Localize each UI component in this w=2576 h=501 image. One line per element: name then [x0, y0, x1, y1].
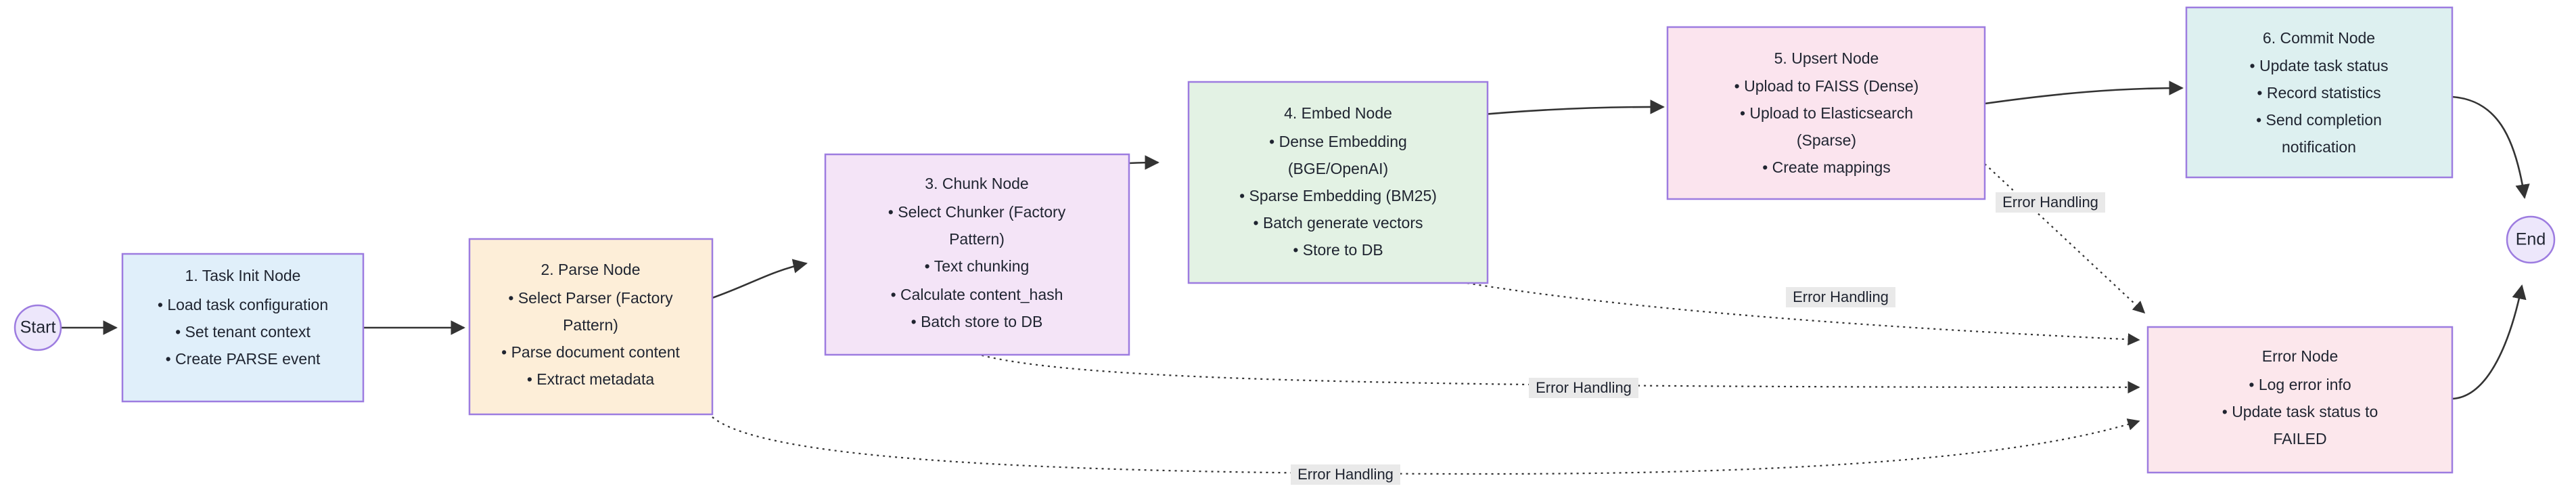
parse-title: 2. Parse Node	[540, 261, 640, 278]
node-embed[interactable]: 4. Embed Node • Dense Embedding (BGE/Ope…	[1187, 81, 1489, 284]
task-init-shape[interactable]	[121, 253, 365, 403]
chunk-bullet-3: • Batch store to DB	[911, 313, 1043, 330]
node-upsert[interactable]: 5. Upsert Node • Upload to FAISS (Dense)…	[1666, 26, 1986, 200]
embed-bullet-0: • Dense Embedding	[1269, 133, 1407, 150]
edge-label-upsert-error: Error Handling	[1996, 192, 2105, 213]
parse-bullet-0: • Select Parser (Factory	[508, 289, 673, 307]
edge-commit-to-end	[2452, 95, 2530, 199]
edge-parse-to-chunk	[712, 259, 808, 299]
start-shape[interactable]	[14, 304, 62, 351]
parse-bullet-0-cont: Pattern)	[563, 316, 618, 334]
edge-chunk-to-error	[969, 351, 2140, 394]
chunk-bullet-1: • Text chunking	[925, 257, 1030, 275]
chunk-bullet-0: • Select Chunker (Factory	[888, 203, 1066, 221]
embed-bullet-3: • Store to DB	[1293, 241, 1383, 259]
end-label: End	[2516, 230, 2546, 249]
edge-label-embed-error: Error Handling	[1786, 287, 1895, 307]
chunk-bullet-0-cont: Pattern)	[949, 230, 1005, 248]
node-chunk[interactable]: 3. Chunk Node • Select Chunker (Factory …	[824, 153, 1130, 356]
embed-shape[interactable]	[1187, 81, 1489, 284]
embed-bullet-1: • Sparse Embedding (BM25)	[1239, 187, 1437, 204]
chunk-shape[interactable]	[824, 153, 1130, 356]
embed-title: 4. Embed Node	[1284, 104, 1392, 122]
upsert-bullet-1-cont: (Sparse)	[1797, 131, 1856, 149]
edge-label-parse-error: Error Handling	[1291, 464, 1400, 485]
commit-bullet-0: • Update task status	[2250, 57, 2389, 74]
edge-label-chunk-error: Error Handling	[1529, 378, 1638, 398]
embed-bullet-0-cont: (BGE/OpenAI)	[1288, 160, 1388, 177]
commit-shape[interactable]	[2185, 6, 2454, 179]
error-bullet-1-cont: FAILED	[2273, 430, 2326, 448]
embed-bullet-2: • Batch generate vectors	[1254, 214, 1423, 232]
parse-bullet-1: • Parse document content	[501, 343, 680, 361]
task-init-title: 1. Task Init Node	[185, 267, 301, 284]
edge-label-text: Error Handling	[2002, 194, 2098, 211]
error-shape[interactable]	[2146, 326, 2454, 474]
node-start[interactable]: Start	[14, 304, 62, 351]
start-label: Start	[20, 318, 56, 337]
upsert-title: 5. Upsert Node	[1774, 49, 1879, 67]
edge-label-text: Error Handling	[1297, 466, 1394, 483]
error-bullet-1: • Update task status to	[2222, 403, 2378, 420]
node-task-init[interactable]: 1. Task Init Node • Load task configurat…	[121, 253, 365, 403]
parse-shape[interactable]	[468, 238, 714, 416]
node-error[interactable]: Error Node • Log error info • Update tas…	[2146, 326, 2454, 474]
edge-label-text: Error Handling	[1536, 379, 1632, 396]
error-bullet-0: • Log error info	[2249, 376, 2351, 393]
edge-upsert-to-commit	[1984, 81, 2184, 105]
task-init-bullet-1: • Set tenant context	[175, 323, 310, 341]
edge-embed-to-error	[1289, 241, 2140, 346]
commit-bullet-2-cont: notification	[2282, 138, 2356, 156]
edge-labels-layer: Error Handling Error Handling Error Hand…	[1291, 192, 2105, 485]
node-end[interactable]: End	[2506, 215, 2556, 264]
upsert-bullet-1: • Upload to Elasticsearch	[1740, 104, 1913, 122]
task-init-bullet-2: • Create PARSE event	[166, 350, 321, 368]
error-title: Error Node	[2262, 347, 2338, 365]
node-commit[interactable]: 6. Commit Node • Update task status • Re…	[2185, 6, 2454, 179]
edge-error-to-end	[2452, 284, 2527, 400]
node-parse[interactable]: 2. Parse Node • Select Parser (Factory P…	[468, 238, 714, 416]
edge-label-text: Error Handling	[1793, 288, 1889, 305]
edge-parse-to-error	[712, 416, 2140, 475]
chunk-bullet-2: • Calculate content_hash	[891, 286, 1063, 303]
upsert-shape[interactable]	[1666, 26, 1986, 200]
end-shape[interactable]	[2506, 215, 2556, 264]
parse-bullet-2: • Extract metadata	[527, 370, 655, 388]
upsert-bullet-0: • Upload to FAISS (Dense)	[1734, 77, 1919, 95]
edge-upsert-to-error	[1984, 163, 2146, 314]
commit-title: 6. Commit Node	[2263, 29, 2375, 47]
commit-bullet-1: • Record statistics	[2257, 84, 2380, 102]
chunk-title: 3. Chunk Node	[925, 175, 1028, 192]
commit-bullet-2: • Send completion	[2256, 111, 2382, 129]
upsert-bullet-2: • Create mappings	[1762, 158, 1891, 176]
task-init-bullet-0: • Load task configuration	[158, 296, 328, 313]
